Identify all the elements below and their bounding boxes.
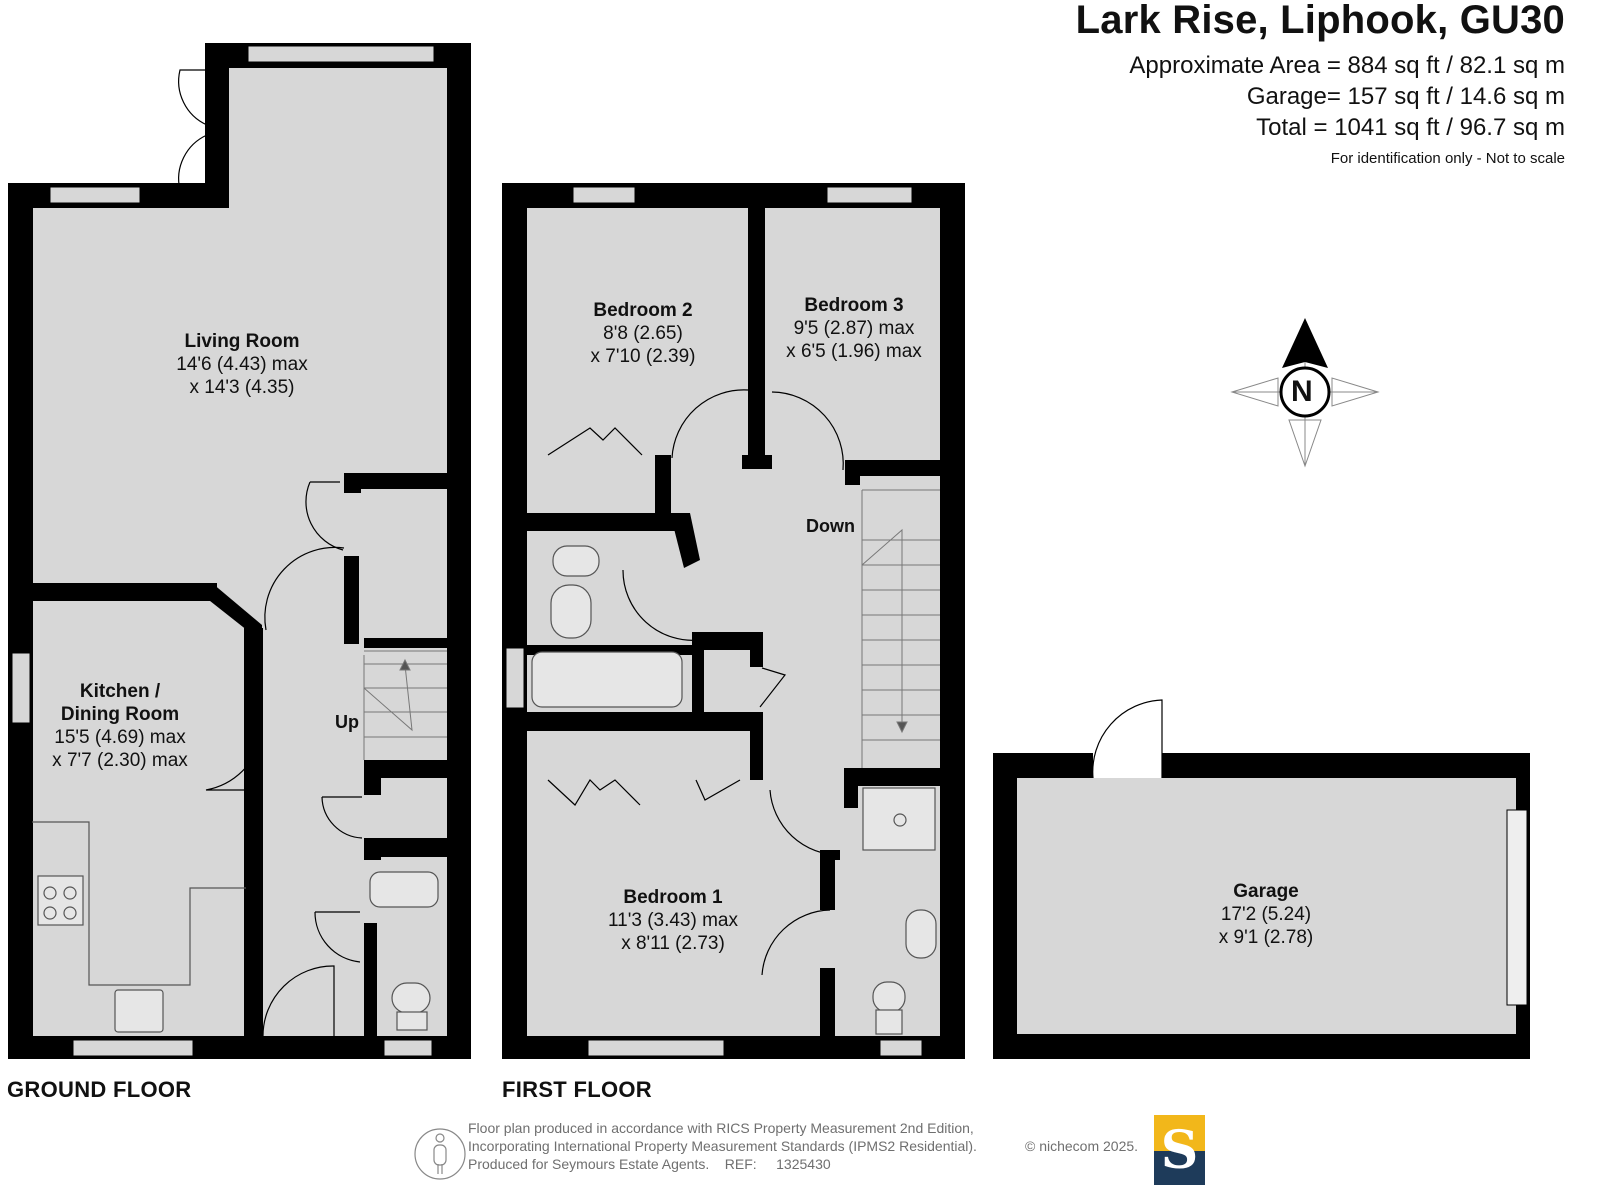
room-name: Bedroom 1 (623, 887, 723, 908)
footer-line: Incorporating International Property Mea… (468, 1138, 977, 1154)
room-label-bedroom-2: Bedroom 2 8'8 (2.65) x 7'10 (2.39) (590, 299, 695, 368)
room-dimension: x 6'5 (1.96) max (786, 341, 922, 362)
logo-navy-block (1154, 1151, 1205, 1185)
stairs-down-label: Down (806, 516, 855, 536)
footer-line: Floor plan produced in accordance with R… (468, 1120, 974, 1136)
room-name: Bedroom 2 (593, 300, 693, 321)
room-dimension: 14'6 (4.43) max (176, 354, 308, 375)
room-dimension: x 14'3 (4.35) (189, 377, 295, 398)
seymours-logo: S (1154, 1115, 1205, 1185)
room-dimension: 11'3 (3.43) max (607, 910, 739, 931)
room-label-kitchen: Kitchen / Dining Room 15'5 (4.69) max x … (52, 680, 188, 772)
footer-ipms-statement: Floor plan produced in accordance with R… (468, 1119, 977, 1173)
logo-gold-block (1154, 1115, 1205, 1151)
room-dimension: 9'5 (2.87) max (793, 318, 915, 339)
scale-disclaimer: For identification only - Not to scale (1330, 150, 1565, 167)
room-label-living: Living Room 14'6 (4.43) max x 14'3 (4.35… (176, 330, 307, 399)
approximate-area: Approximate Area = 884 sq ft / 82.1 sq m (1129, 52, 1565, 79)
logo-letter: S (1160, 1120, 1199, 1181)
room-name: Garage (1233, 881, 1299, 902)
copyright-text: © nichecom 2025. (1025, 1138, 1139, 1154)
room-name: Living Room (184, 331, 300, 352)
room-label-bedroom-3: Bedroom 3 9'5 (2.87) max x 6'5 (1.96) ma… (786, 294, 922, 363)
garage-area: Garage= 157 sq ft / 14.6 sq m (1246, 83, 1565, 110)
property-address-title: Lark Rise, Liphook, GU30 (1075, 0, 1565, 42)
room-dimension: x 9'1 (2.78) (1218, 927, 1314, 948)
room-dimension: 15'5 (4.69) max (54, 727, 186, 748)
compass-north-label: N (1291, 375, 1313, 408)
first-floor-title: FIRST FLOOR (502, 1077, 652, 1102)
room-dimension: 17'2 (5.24) (1220, 904, 1312, 925)
room-label-garage: Garage 17'2 (5.24) x 9'1 (2.78) (1219, 880, 1313, 949)
compass-icon (1230, 318, 1380, 468)
ground-floor-plan (8, 43, 471, 1059)
stairs-up-label: Up (335, 712, 359, 732)
ground-floor-title: GROUND FLOOR (7, 1077, 192, 1102)
footer-line: Produced for Seymours Estate Agents. REF… (468, 1156, 831, 1172)
room-name: Kitchen / (79, 681, 161, 702)
total-area: Total = 1041 sq ft / 96.7 sq m (1256, 114, 1565, 141)
first-floor-plan (502, 183, 965, 1059)
room-dimension: x 7'7 (2.30) max (52, 750, 188, 771)
room-dimension: x 7'10 (2.39) (590, 346, 696, 367)
room-name: Dining Room (60, 704, 180, 725)
garage-plan (993, 699, 1530, 1059)
room-name: Bedroom 3 (804, 295, 904, 316)
room-dimension: x 8'11 (2.73) (621, 933, 725, 954)
room-label-bedroom-1: Bedroom 1 11'3 (3.43) max x 8'11 (2.73) (608, 886, 738, 955)
room-dimension: 8'8 (2.65) (603, 323, 683, 344)
ipms-person-icon (414, 1128, 466, 1180)
